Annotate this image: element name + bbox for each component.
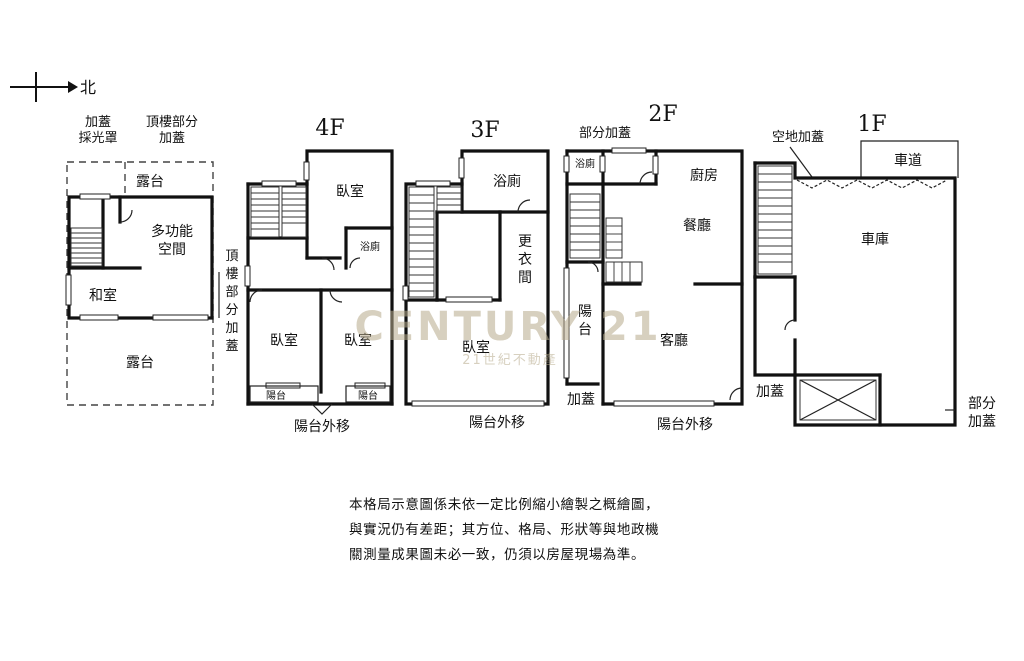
4f-bath-label: 浴廁 bbox=[360, 240, 380, 253]
disclaimer-line-3: 關測量成果圖未必一致，仍須以房屋現場為準。 bbox=[349, 547, 646, 563]
3f-note-label: 陽台外移 bbox=[469, 415, 525, 431]
4f-note-label: 陽台外移 bbox=[294, 419, 350, 435]
svg-text:分: 分 bbox=[225, 303, 238, 318]
svg-text:加: 加 bbox=[225, 321, 238, 336]
1f-stairs bbox=[757, 165, 793, 275]
1f-note-right-line2: 加蓋 bbox=[968, 414, 996, 430]
north-label: 北 bbox=[80, 78, 96, 97]
4f-balcony-right-label: 陽台 bbox=[358, 389, 378, 402]
4f-stairs bbox=[250, 186, 307, 238]
floor-4f-title: 4F bbox=[315, 116, 344, 141]
svg-text:蓋: 蓋 bbox=[225, 339, 238, 354]
svg-text:樓: 樓 bbox=[225, 267, 238, 282]
terrace-top-label: 露台 bbox=[136, 174, 164, 190]
2f-stairs bbox=[569, 193, 643, 283]
watermark-sub: 21世紀不動產 bbox=[462, 352, 558, 368]
floor-4f-plan: 4F 臥室 浴廁 bbox=[244, 116, 394, 435]
terrace-bottom-label: 露台 bbox=[126, 355, 154, 371]
3f-stairs bbox=[408, 186, 462, 298]
svg-text:部: 部 bbox=[225, 285, 238, 300]
roof-floor-plan: 加蓋 採光罩 頂樓部分 加蓋 露台 多功能 空間 和室 露台 頂 樓 部 bbox=[65, 115, 239, 406]
svg-text:頂: 頂 bbox=[225, 249, 238, 264]
2f-note-left-label: 加蓋 bbox=[567, 392, 595, 408]
2f-note-label: 陽台外移 bbox=[657, 417, 713, 433]
2f-partial-label: 部分加蓋 bbox=[579, 126, 631, 141]
watermark-brand: CENTURY 21 bbox=[354, 304, 661, 350]
2f-balcony-label-line1: 陽 bbox=[578, 304, 592, 320]
skylight-label-line1: 加蓋 bbox=[85, 115, 111, 130]
2f-bath-label: 浴廁 bbox=[575, 157, 595, 170]
1f-note-left-label: 加蓋 bbox=[756, 384, 784, 400]
north-arrow: 北 bbox=[10, 72, 96, 102]
4f-balcony-left-label: 陽台 bbox=[266, 389, 286, 402]
skylight-label-line2: 採光罩 bbox=[78, 131, 117, 146]
4f-bedroom-top-label: 臥室 bbox=[336, 183, 364, 200]
disclaimer-line-1: 本格局示意圖係未依一定比例縮小繪製之概繪圖， bbox=[349, 497, 660, 513]
floor-2f-title: 2F bbox=[648, 102, 677, 127]
3f-bedroom-label: 臥室 bbox=[462, 339, 490, 356]
floor-1f-plan: 1F 空地加蓋 車道 車庫 加蓋 部分 加蓋 bbox=[753, 112, 996, 430]
floor-2f-plan: 2F 部分加蓋 浴廁 bbox=[563, 102, 744, 433]
roof-partial-label-line2: 加蓋 bbox=[159, 131, 185, 146]
multi-space-label-line2: 空間 bbox=[158, 242, 186, 258]
japanese-room-label: 和室 bbox=[89, 287, 117, 304]
1f-driveway-label: 車道 bbox=[894, 152, 922, 169]
3f-closet-label-line2: 衣 bbox=[518, 252, 532, 268]
floor-1f-title: 1F bbox=[857, 112, 886, 137]
disclaimer-line-2: 與實況仍有差距；其方位、格局、形狀等與地政機 bbox=[349, 522, 660, 538]
4f-bedroom-left-label: 臥室 bbox=[270, 332, 298, 349]
2f-living-label: 客廳 bbox=[660, 332, 688, 349]
disclaimer-text: 本格局示意圖係未依一定比例縮小繪製之概繪圖， 與實況仍有差距；其方位、格局、形狀… bbox=[349, 493, 709, 568]
floor-3f-title: 3F bbox=[470, 118, 499, 143]
3f-bath-label: 浴廁 bbox=[493, 173, 521, 190]
4f-bedroom-right-label: 臥室 bbox=[344, 332, 372, 349]
3f-closet-label-line1: 更 bbox=[518, 234, 532, 250]
1f-garage-label: 車庫 bbox=[861, 231, 889, 248]
3f-closet-label-line3: 間 bbox=[518, 270, 532, 286]
floor-3f-plan: 3F 浴廁 更 衣 間 臥室 陽台外移 bbox=[402, 118, 550, 431]
2f-kitchen-label: 廚房 bbox=[690, 167, 718, 184]
century21-watermark: CENTURY 21 21世紀不動產 bbox=[354, 304, 661, 368]
1f-open-space-label: 空地加蓋 bbox=[772, 130, 824, 145]
roof-side-label: 頂 樓 部 分 加 蓋 bbox=[225, 249, 238, 354]
2f-dining-label: 餐廳 bbox=[683, 217, 711, 234]
multi-space-label-line1: 多功能 bbox=[151, 223, 193, 240]
1f-note-right-line1: 部分 bbox=[968, 396, 996, 412]
roof-partial-label-line1: 頂樓部分 bbox=[146, 115, 198, 130]
2f-balcony-label-line2: 台 bbox=[578, 322, 592, 338]
roof-stairs bbox=[70, 227, 103, 267]
